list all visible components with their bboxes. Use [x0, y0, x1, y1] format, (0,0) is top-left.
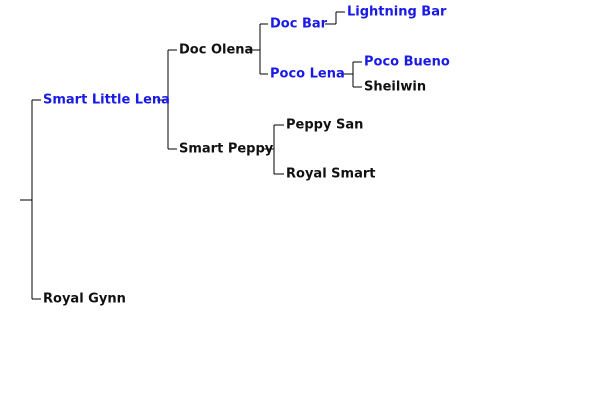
name-doc-bar[interactable]: Doc Bar [270, 17, 328, 32]
connector-lines [20, 11, 362, 300]
name-smart-little-lena[interactable]: Smart Little Lena [43, 93, 170, 108]
name-royal-gynn: Royal Gynn [43, 292, 126, 307]
horse-names: Smart Little Lena Royal Gynn Doc Olena S… [43, 5, 450, 307]
name-lightning-bar[interactable]: Lightning Bar [347, 5, 447, 20]
name-royal-smart: Royal Smart [286, 167, 375, 182]
name-sheilwin: Sheilwin [364, 80, 426, 95]
name-poco-bueno[interactable]: Poco Bueno [364, 55, 450, 70]
name-peppy-san: Peppy San [286, 118, 363, 133]
name-doc-olena: Doc Olena [179, 43, 253, 58]
name-poco-lena[interactable]: Poco Lena [270, 67, 345, 82]
name-smart-peppy: Smart Peppy [179, 142, 274, 157]
